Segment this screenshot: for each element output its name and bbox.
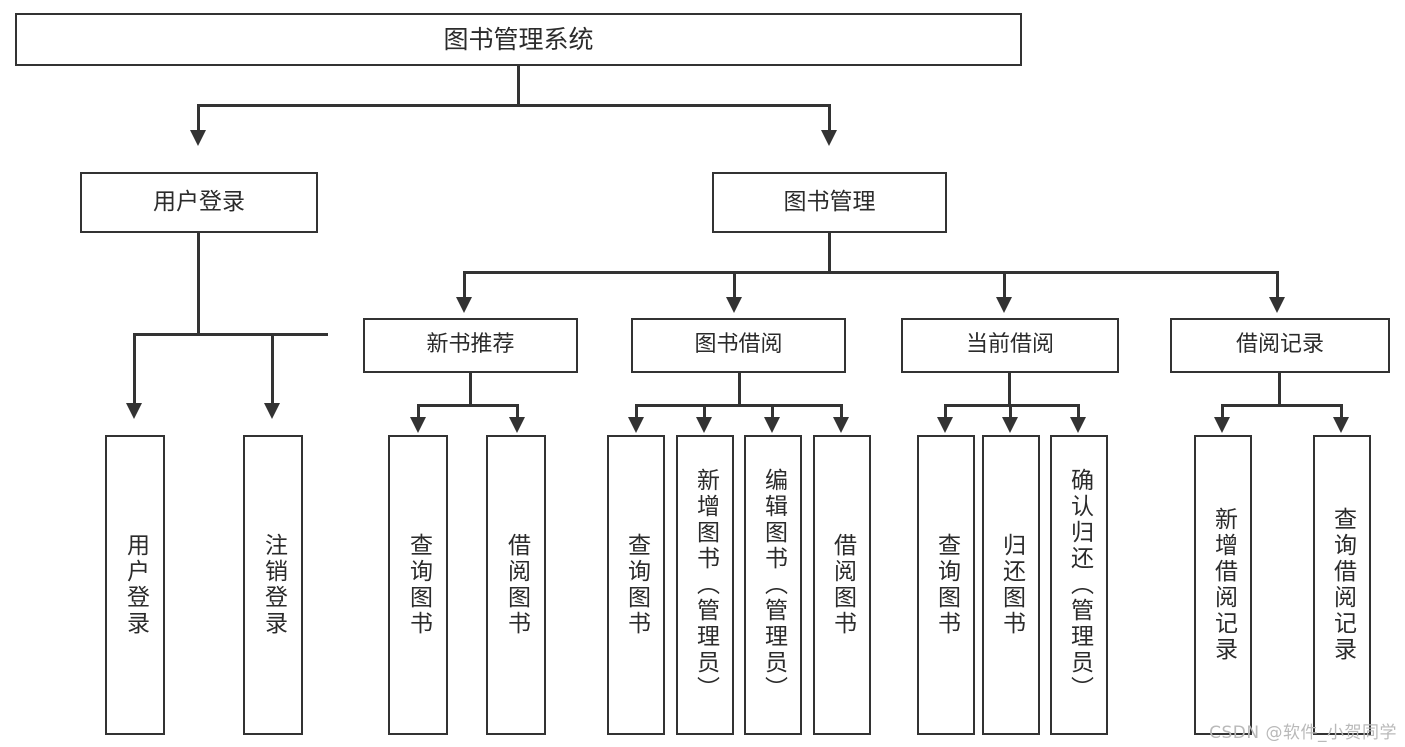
arrow-current-borrow-leaf2 xyxy=(1002,417,1018,433)
arrow-new-book-leaf2 xyxy=(509,417,525,433)
connector-new-book-bus xyxy=(417,404,519,407)
arrow-new-book-leaf1 xyxy=(410,417,426,433)
connector-book-borrow-leaf2 xyxy=(703,404,706,420)
arrow-to-current-borrow xyxy=(996,297,1012,313)
node-label: 借阅图书 xyxy=(829,533,856,637)
arrow-current-borrow-leaf1 xyxy=(937,417,953,433)
node-label: 归还图书 xyxy=(998,533,1025,637)
arrow-current-borrow-leaf3 xyxy=(1070,417,1086,433)
node-borrow-record[interactable]: 借阅记录 xyxy=(1170,318,1390,373)
node-label: 图书管理系统 xyxy=(443,24,594,54)
connector-root-bus xyxy=(197,104,830,107)
node-label: 当前借阅 xyxy=(965,332,1054,358)
node-root-book-management-system[interactable]: 图书管理系统 xyxy=(15,13,1022,66)
connector-book-borrow-bus xyxy=(635,404,843,407)
arrow-to-book-borrow xyxy=(726,297,742,313)
connector-book-management-down xyxy=(828,233,831,273)
leaf-edit-book-admin[interactable]: 编辑图书（管理员） xyxy=(744,435,802,735)
arrow-to-logout-leaf xyxy=(264,403,280,419)
connector-book-borrow-leaf1 xyxy=(635,404,638,420)
node-user-login[interactable]: 用户登录 xyxy=(80,172,318,233)
arrow-book-borrow-leaf1 xyxy=(628,417,644,433)
node-current-borrow[interactable]: 当前借阅 xyxy=(901,318,1119,373)
node-label: 图书管理 xyxy=(783,188,876,215)
leaf-add-borrow-record[interactable]: 新增借阅记录 xyxy=(1194,435,1252,735)
node-label: 查询图书 xyxy=(933,533,960,637)
connector-to-current-borrow xyxy=(1003,271,1006,299)
leaf-borrow-book-recommend[interactable]: 借阅图书 xyxy=(486,435,546,735)
node-new-book-recommend[interactable]: 新书推荐 xyxy=(363,318,578,373)
connector-current-borrow-leaf3 xyxy=(1077,404,1080,420)
node-book-management[interactable]: 图书管理 xyxy=(712,172,947,233)
leaf-user-login[interactable]: 用户登录 xyxy=(105,435,165,735)
connector-current-borrow-leaf1 xyxy=(944,404,947,420)
connector-root-to-book-management xyxy=(828,104,831,132)
leaf-add-book-admin[interactable]: 新增图书（管理员） xyxy=(676,435,734,735)
leaf-confirm-return-admin[interactable]: 确认归还（管理员） xyxy=(1050,435,1108,735)
node-book-borrow[interactable]: 图书借阅 xyxy=(631,318,846,373)
arrow-to-user-login-leaf xyxy=(126,403,142,419)
arrow-borrow-record-leaf1 xyxy=(1214,417,1230,433)
connector-borrow-record-bus xyxy=(1221,404,1343,407)
connector-current-borrow-down xyxy=(1008,373,1011,406)
node-label: 用户登录 xyxy=(122,533,149,637)
leaf-query-book-recommend[interactable]: 查询图书 xyxy=(388,435,448,735)
arrow-book-borrow-leaf3 xyxy=(764,417,780,433)
arrow-borrow-record-leaf2 xyxy=(1333,417,1349,433)
node-label: 借阅记录 xyxy=(1235,332,1324,358)
connector-new-book-leaf2 xyxy=(516,404,519,420)
connector-book-borrow-leaf3 xyxy=(771,404,774,420)
node-label: 新书推荐 xyxy=(426,332,515,358)
node-label: 查询借阅记录 xyxy=(1329,507,1356,663)
connector-to-new-book-recommend xyxy=(463,271,466,299)
node-label: 查询图书 xyxy=(623,533,650,637)
connector-root-down xyxy=(517,66,520,106)
csdn-watermark: CSDN @软件_小贺同学 xyxy=(1209,723,1397,743)
connector-new-book-down xyxy=(469,373,472,406)
leaf-logout[interactable]: 注销登录 xyxy=(243,435,303,735)
node-label: 确认归还（管理员） xyxy=(1066,468,1093,702)
connector-user-login-leaf2 xyxy=(271,333,274,405)
arrow-to-new-book-recommend xyxy=(456,297,472,313)
node-label: 图书借阅 xyxy=(694,332,783,358)
connector-to-book-borrow xyxy=(733,271,736,299)
connector-current-borrow-leaf2 xyxy=(1009,404,1012,420)
arrow-to-user-login xyxy=(190,130,206,146)
connector-borrow-record-down xyxy=(1278,373,1281,406)
connector-borrow-record-leaf2 xyxy=(1340,404,1343,420)
connector-user-login-leaf1 xyxy=(133,333,136,405)
connector-new-book-leaf1 xyxy=(417,404,420,420)
leaf-query-book-current[interactable]: 查询图书 xyxy=(917,435,975,735)
connector-borrow-record-leaf1 xyxy=(1221,404,1224,420)
node-label: 查询图书 xyxy=(405,533,432,637)
connector-book-borrow-leaf4 xyxy=(840,404,843,420)
connector-to-borrow-record xyxy=(1276,271,1279,299)
leaf-borrow-book[interactable]: 借阅图书 xyxy=(813,435,871,735)
connector-level2-bus xyxy=(463,271,1279,274)
arrow-to-book-management xyxy=(821,130,837,146)
connector-current-borrow-bus xyxy=(944,404,1080,407)
leaf-return-book[interactable]: 归还图书 xyxy=(982,435,1040,735)
node-label: 注销登录 xyxy=(260,533,287,637)
connector-user-login-down xyxy=(197,233,200,335)
node-label: 编辑图书（管理员） xyxy=(760,468,787,702)
arrow-book-borrow-leaf2 xyxy=(696,417,712,433)
node-label: 用户登录 xyxy=(153,188,245,215)
leaf-query-borrow-record[interactable]: 查询借阅记录 xyxy=(1313,435,1371,735)
connector-user-login-bus xyxy=(133,333,328,336)
node-label: 新增借阅记录 xyxy=(1210,507,1237,663)
leaf-query-book-borrow[interactable]: 查询图书 xyxy=(607,435,665,735)
arrow-book-borrow-leaf4 xyxy=(833,417,849,433)
connector-root-to-user-login xyxy=(197,104,200,132)
connector-book-borrow-down xyxy=(738,373,741,406)
node-label: 新增图书（管理员） xyxy=(692,468,719,702)
arrow-to-borrow-record xyxy=(1269,297,1285,313)
node-label: 借阅图书 xyxy=(503,533,530,637)
